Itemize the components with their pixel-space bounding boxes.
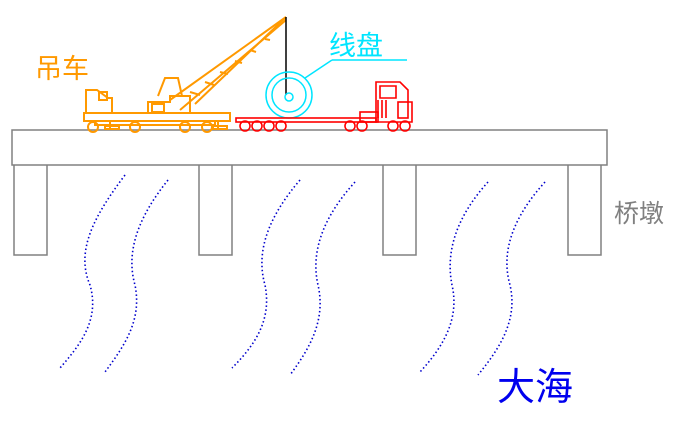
wave bbox=[104, 179, 169, 373]
pier-3 bbox=[382, 165, 417, 256]
bridge-piers bbox=[13, 165, 602, 256]
wave bbox=[59, 174, 126, 369]
crane-label: 吊车 bbox=[35, 54, 89, 85]
pier-4 bbox=[567, 165, 602, 256]
cable-reel-label: 线盘 bbox=[329, 31, 383, 62]
crane-truck bbox=[83, 16, 287, 133]
wave bbox=[477, 181, 546, 376]
pier-label: 桥墩 bbox=[614, 199, 664, 228]
sea-waves bbox=[59, 174, 546, 376]
pier-2 bbox=[198, 165, 233, 256]
wave bbox=[231, 179, 301, 369]
wave bbox=[419, 181, 489, 373]
bridge-deck bbox=[11, 129, 608, 166]
trailer-truck bbox=[235, 81, 413, 132]
pier-1 bbox=[13, 165, 48, 256]
sea-label: 大海 bbox=[497, 365, 573, 409]
wave bbox=[289, 181, 356, 376]
